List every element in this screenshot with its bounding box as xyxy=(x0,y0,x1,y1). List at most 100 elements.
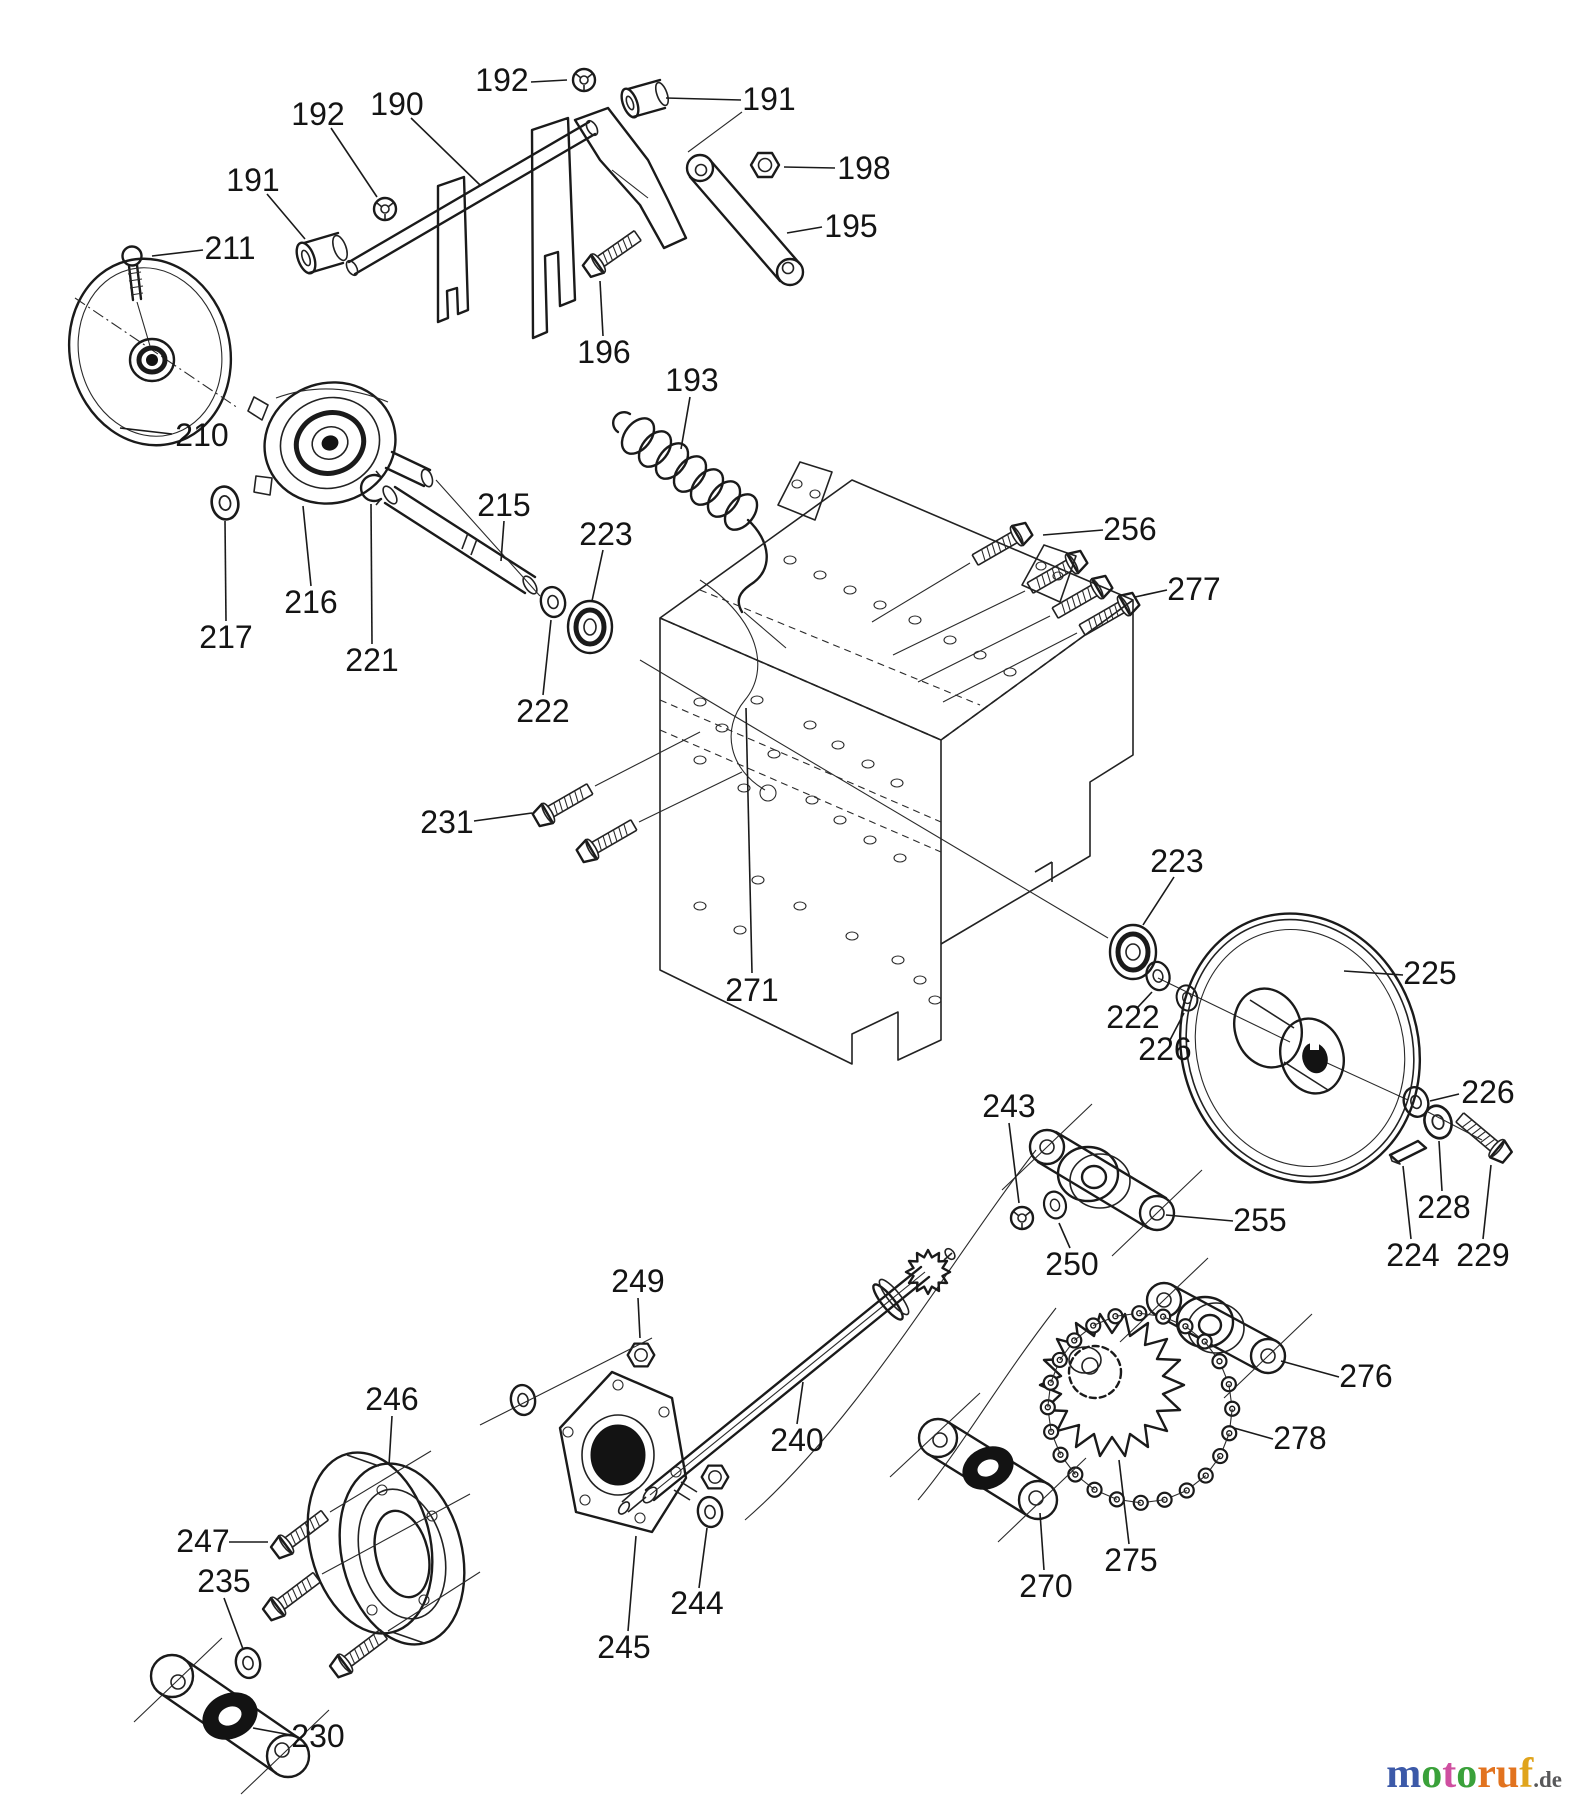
housing-plate-245 xyxy=(558,1370,698,1534)
drum-pulley-246 xyxy=(306,1451,466,1646)
callout-246: 246 xyxy=(365,1381,418,1417)
washer-249 xyxy=(507,1381,539,1419)
pulley-group xyxy=(1108,912,1516,1184)
bolts-247 xyxy=(259,1450,481,1682)
callout-190: 190 xyxy=(370,86,423,122)
callout-240: 240 xyxy=(770,1422,823,1458)
washer-222-right xyxy=(1142,958,1174,994)
callout-271: 271 xyxy=(725,972,778,1008)
retaining-ring-221 xyxy=(359,470,383,506)
lever-195 xyxy=(685,111,805,287)
fork-plate-left xyxy=(436,175,470,324)
callout-231: 231 xyxy=(420,804,473,840)
bearing-223-right xyxy=(1108,923,1158,981)
spring-193 xyxy=(611,411,787,649)
callout-191-b: 191 xyxy=(226,162,279,198)
callout-193: 193 xyxy=(665,362,718,398)
callout-235: 235 xyxy=(197,1563,250,1599)
callout-222-a: 222 xyxy=(516,693,569,729)
nut-198 xyxy=(749,151,781,179)
leader-lines xyxy=(119,79,1492,1736)
callout-216: 216 xyxy=(284,584,337,620)
washer-222-left xyxy=(536,583,570,621)
callout-labels: 192 191 190 192 198 191 195 211 196 193 … xyxy=(175,62,1514,1754)
cable-271 xyxy=(699,579,766,791)
gearbox-group xyxy=(133,1247,956,1795)
callout-230: 230 xyxy=(291,1718,344,1754)
bushing-191-left xyxy=(295,231,348,275)
callout-244: 244 xyxy=(670,1585,723,1621)
washer-250 xyxy=(1039,1188,1071,1222)
callout-278: 278 xyxy=(1273,1420,1326,1456)
pulley-225 xyxy=(1178,912,1422,1184)
idler-bracket-255-group xyxy=(1001,1103,1203,1257)
bearing-bracket-270 xyxy=(889,1392,1087,1543)
callout-270: 270 xyxy=(1019,1568,1072,1604)
idler-bracket-276-group xyxy=(1119,1257,1313,1399)
callout-226-a: 226 xyxy=(1138,1031,1191,1067)
clutch-group xyxy=(207,381,614,655)
bolt-196 xyxy=(579,225,646,282)
callout-247: 247 xyxy=(176,1523,229,1559)
clutch-216 xyxy=(247,381,434,505)
callout-245: 245 xyxy=(597,1629,650,1665)
idler-roller-255 xyxy=(1056,1145,1131,1209)
fork-plate-center xyxy=(530,116,577,340)
bolts-231 xyxy=(529,731,743,867)
callout-191-a: 191 xyxy=(742,81,795,117)
callout-224: 224 xyxy=(1386,1237,1439,1273)
disc-210 xyxy=(67,257,239,447)
frame-holes xyxy=(693,555,1017,1005)
washer-217 xyxy=(207,483,243,523)
pivot-bracket xyxy=(573,106,688,250)
callout-229: 229 xyxy=(1456,1237,1509,1273)
bearing-223-left xyxy=(566,599,614,655)
bolts-256-277 xyxy=(871,518,1143,703)
e-ring-192-top xyxy=(571,67,597,93)
bushing-191-right xyxy=(620,78,670,119)
callout-192-a: 192 xyxy=(475,62,528,98)
callout-243: 243 xyxy=(982,1088,1035,1124)
callout-192-b: 192 xyxy=(291,96,344,132)
shaft-215 xyxy=(382,485,538,595)
callout-276: 276 xyxy=(1339,1358,1392,1394)
e-ring-192-left xyxy=(372,196,398,222)
nut-249 xyxy=(626,1342,656,1368)
gear-275 xyxy=(1038,1312,1186,1458)
pivot-shaft-190 xyxy=(345,119,599,277)
callout-211: 211 xyxy=(204,230,255,266)
e-ring-243 xyxy=(1009,1205,1035,1231)
pivot-shaft-assembly xyxy=(121,67,805,347)
callout-210: 210 xyxy=(175,417,228,453)
hex-shaft-240 xyxy=(617,1247,956,1515)
callout-275: 275 xyxy=(1104,1542,1157,1578)
callout-217: 217 xyxy=(199,619,252,655)
washer-228 xyxy=(1419,1100,1457,1144)
washer-244 xyxy=(694,1493,726,1531)
callout-228: 228 xyxy=(1417,1189,1470,1225)
frame-housing xyxy=(659,461,1134,1065)
callout-195: 195 xyxy=(824,208,877,244)
callout-198: 198 xyxy=(837,150,890,186)
callout-223-b: 223 xyxy=(1150,843,1203,879)
callout-256: 256 xyxy=(1103,511,1156,547)
bolt-229 xyxy=(1451,1107,1516,1167)
nut-244 xyxy=(700,1464,730,1490)
callout-196: 196 xyxy=(577,334,630,370)
key-224 xyxy=(1388,1139,1428,1165)
callout-226-b: 226 xyxy=(1461,1074,1514,1110)
chain-278 xyxy=(1039,1305,1241,1511)
watermark-logo: motoruf.de xyxy=(1386,1751,1562,1797)
cable-271-end xyxy=(759,784,777,802)
callout-277: 277 xyxy=(1167,571,1220,607)
callout-223-a: 223 xyxy=(579,516,632,552)
callout-250: 250 xyxy=(1045,1246,1098,1282)
callout-215: 215 xyxy=(477,487,530,523)
callout-221: 221 xyxy=(345,642,398,678)
callout-222-b: 222 xyxy=(1106,999,1159,1035)
bearing-bracket-230 xyxy=(133,1637,330,1795)
callout-225: 225 xyxy=(1403,955,1456,991)
washer-235 xyxy=(231,1644,265,1682)
